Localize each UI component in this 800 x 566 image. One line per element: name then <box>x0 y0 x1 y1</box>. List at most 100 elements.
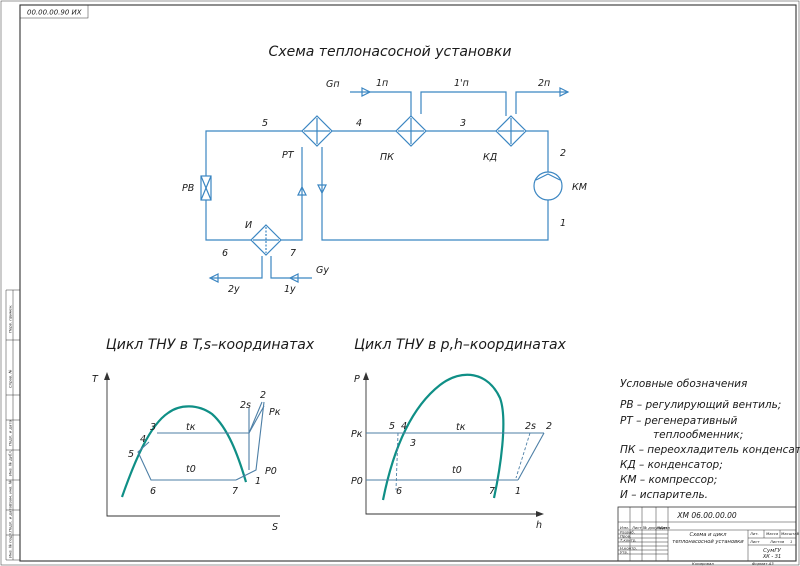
tb-col-1: Лист <box>631 525 642 530</box>
tb-col-4: Дата <box>659 525 671 530</box>
tb-name: Схема и цикл теплонасосной установки <box>672 532 744 545</box>
tb-row-3: Н.контр. <box>620 546 637 551</box>
tb-sheet: Лист <box>749 539 760 544</box>
ph-pt-6: 6 <box>396 486 402 497</box>
ph-tk: tк <box>456 422 466 433</box>
tb-row-1: Пров. <box>620 534 631 539</box>
node-5: 5 <box>262 118 268 129</box>
ts-title: Цикл ТНУ в T,s–координатах <box>106 337 315 353</box>
exchanger-kd <box>495 115 527 147</box>
legend-item-5: КМ – компрессор; <box>620 474 717 486</box>
ts-pt-7: 7 <box>232 486 238 497</box>
flow-2p: 2п <box>538 78 550 89</box>
tb-org: СумГУ <box>763 548 781 554</box>
ts-y-arrow <box>104 372 110 380</box>
label-rt: РТ <box>282 150 295 161</box>
ph-title: Цикл ТНУ в p,h–координатах <box>354 337 567 353</box>
stamp-code: 00.00.00.90 ИХ <box>27 9 82 17</box>
ph-pt-5: 5 <box>389 421 395 432</box>
side-stamp-3: Инв. № дубл. <box>8 450 13 476</box>
scheme-title: Схема теплонасосной установки <box>269 44 512 60</box>
side-stamp-2: Подп. и дата <box>8 419 13 446</box>
legend-title: Условные обозначения <box>620 378 747 390</box>
ts-t0: t0 <box>186 464 196 475</box>
ts-x-axis-label: S <box>272 522 278 533</box>
tb-lit: Лит. <box>749 531 759 536</box>
exchanger-pk <box>395 115 427 147</box>
legend: Условные обозначения РВ – регулирующий в… <box>620 378 800 501</box>
side-stamp-4: Взам. инв. № <box>8 480 13 506</box>
node-4: 4 <box>356 118 362 129</box>
node-7: 7 <box>290 248 296 259</box>
ph-pt-3: 3 <box>410 438 416 449</box>
ts-diagram: T S tк t0 Pк P0 1 2 2s 3 4 5 6 7 <box>92 372 281 533</box>
inner-frame <box>19 4 797 562</box>
ph-diagram: P h Pк P0 tк t0 5 4 3 2s 2 6 7 1 <box>351 372 552 531</box>
ts-pt-6: 6 <box>150 486 156 497</box>
label-evaporator: И <box>245 220 252 231</box>
ph-y-axis-label: P <box>354 374 360 385</box>
flow-gy: Gу <box>316 265 329 276</box>
tb-sheets-n: 1 <box>790 539 792 544</box>
arrow-up-rt <box>297 185 307 196</box>
exchanger-rt <box>301 115 333 147</box>
tb-sheets: Листов <box>769 539 785 544</box>
regulating-valve <box>200 175 212 201</box>
flow-2y: 2у <box>228 284 240 295</box>
ts-p0: P0 <box>265 466 277 477</box>
label-km: КМ <box>572 182 587 193</box>
ts-pt-5: 5 <box>128 449 134 460</box>
legend-item-2: теплообменник; <box>653 429 743 441</box>
scheme-labels: 5 4 3 2 1 6 7 Gп 1п 1'п 2п Gу 1у 2у РВ Р… <box>182 78 587 295</box>
side-stamp-1: Справ. № <box>8 369 13 388</box>
ph-pt-2s: 2s <box>525 421 536 432</box>
flow-1p-prime: 1'п <box>454 78 469 89</box>
ts-pt-2s: 2s <box>240 400 251 411</box>
legend-item-0: РВ – регулирующий вентиль; <box>620 399 781 411</box>
node-3: 3 <box>460 118 466 129</box>
flow-1p: 1п <box>376 78 388 89</box>
ts-pk: Pк <box>269 407 281 418</box>
flow-gp: Gп <box>326 79 340 90</box>
node-6: 6 <box>222 248 228 259</box>
tb-scale: Масштаб <box>781 531 800 536</box>
scheme-pipes <box>205 91 568 279</box>
ts-compression <box>235 401 265 481</box>
tb-name-wrap: Схема и цикл теплонасосной установки <box>672 532 744 545</box>
legend-item-4: КД – конденсатор; <box>620 459 723 471</box>
ph-pt-1: 1 <box>515 486 521 497</box>
arrow-2y <box>208 273 219 283</box>
label-rv: РВ <box>182 183 194 194</box>
top-stamp: 00.00.00.90 ИХ <box>19 4 89 19</box>
ts-pt-4: 4 <box>140 434 146 445</box>
arrow-gy <box>288 273 299 283</box>
ts-tk: tк <box>186 422 196 433</box>
title-block: ХМ 06.00.00.00 Изм. Лист № докум. Подп. … <box>617 506 800 566</box>
ph-p0: P0 <box>351 476 363 487</box>
ph-x-axis-label: h <box>536 520 542 531</box>
ph-compression <box>517 432 545 481</box>
tb-row-0: Разраб. <box>620 530 635 535</box>
tb-row-4: Утв. <box>620 550 628 555</box>
ph-x-arrow <box>536 511 544 517</box>
label-kd: КД <box>483 152 497 163</box>
evaporator <box>250 224 282 256</box>
legend-item-3: ПК – переохладитель конденсата; <box>620 444 800 456</box>
tb-col-2: № докум. <box>642 525 662 530</box>
tb-group: ХК - 31 <box>762 554 781 560</box>
ph-isentropic <box>515 432 531 479</box>
node-2: 2 <box>560 148 566 159</box>
tb-copied: Копировал <box>692 561 714 566</box>
arrow-gp <box>361 87 372 97</box>
side-stamp-6: Инв. № подл. <box>8 532 13 558</box>
flow-1y: 1у <box>284 284 296 295</box>
ts-pt-1: 1 <box>255 476 261 487</box>
legend-item-1: РТ – регенеративный <box>620 415 737 427</box>
ts-pt-2: 2 <box>260 390 266 401</box>
ph-dome <box>381 373 505 501</box>
tb-col-3: Подп. <box>657 525 669 530</box>
ph-t0: t0 <box>452 465 462 476</box>
ts-y-axis-label: T <box>92 374 99 385</box>
